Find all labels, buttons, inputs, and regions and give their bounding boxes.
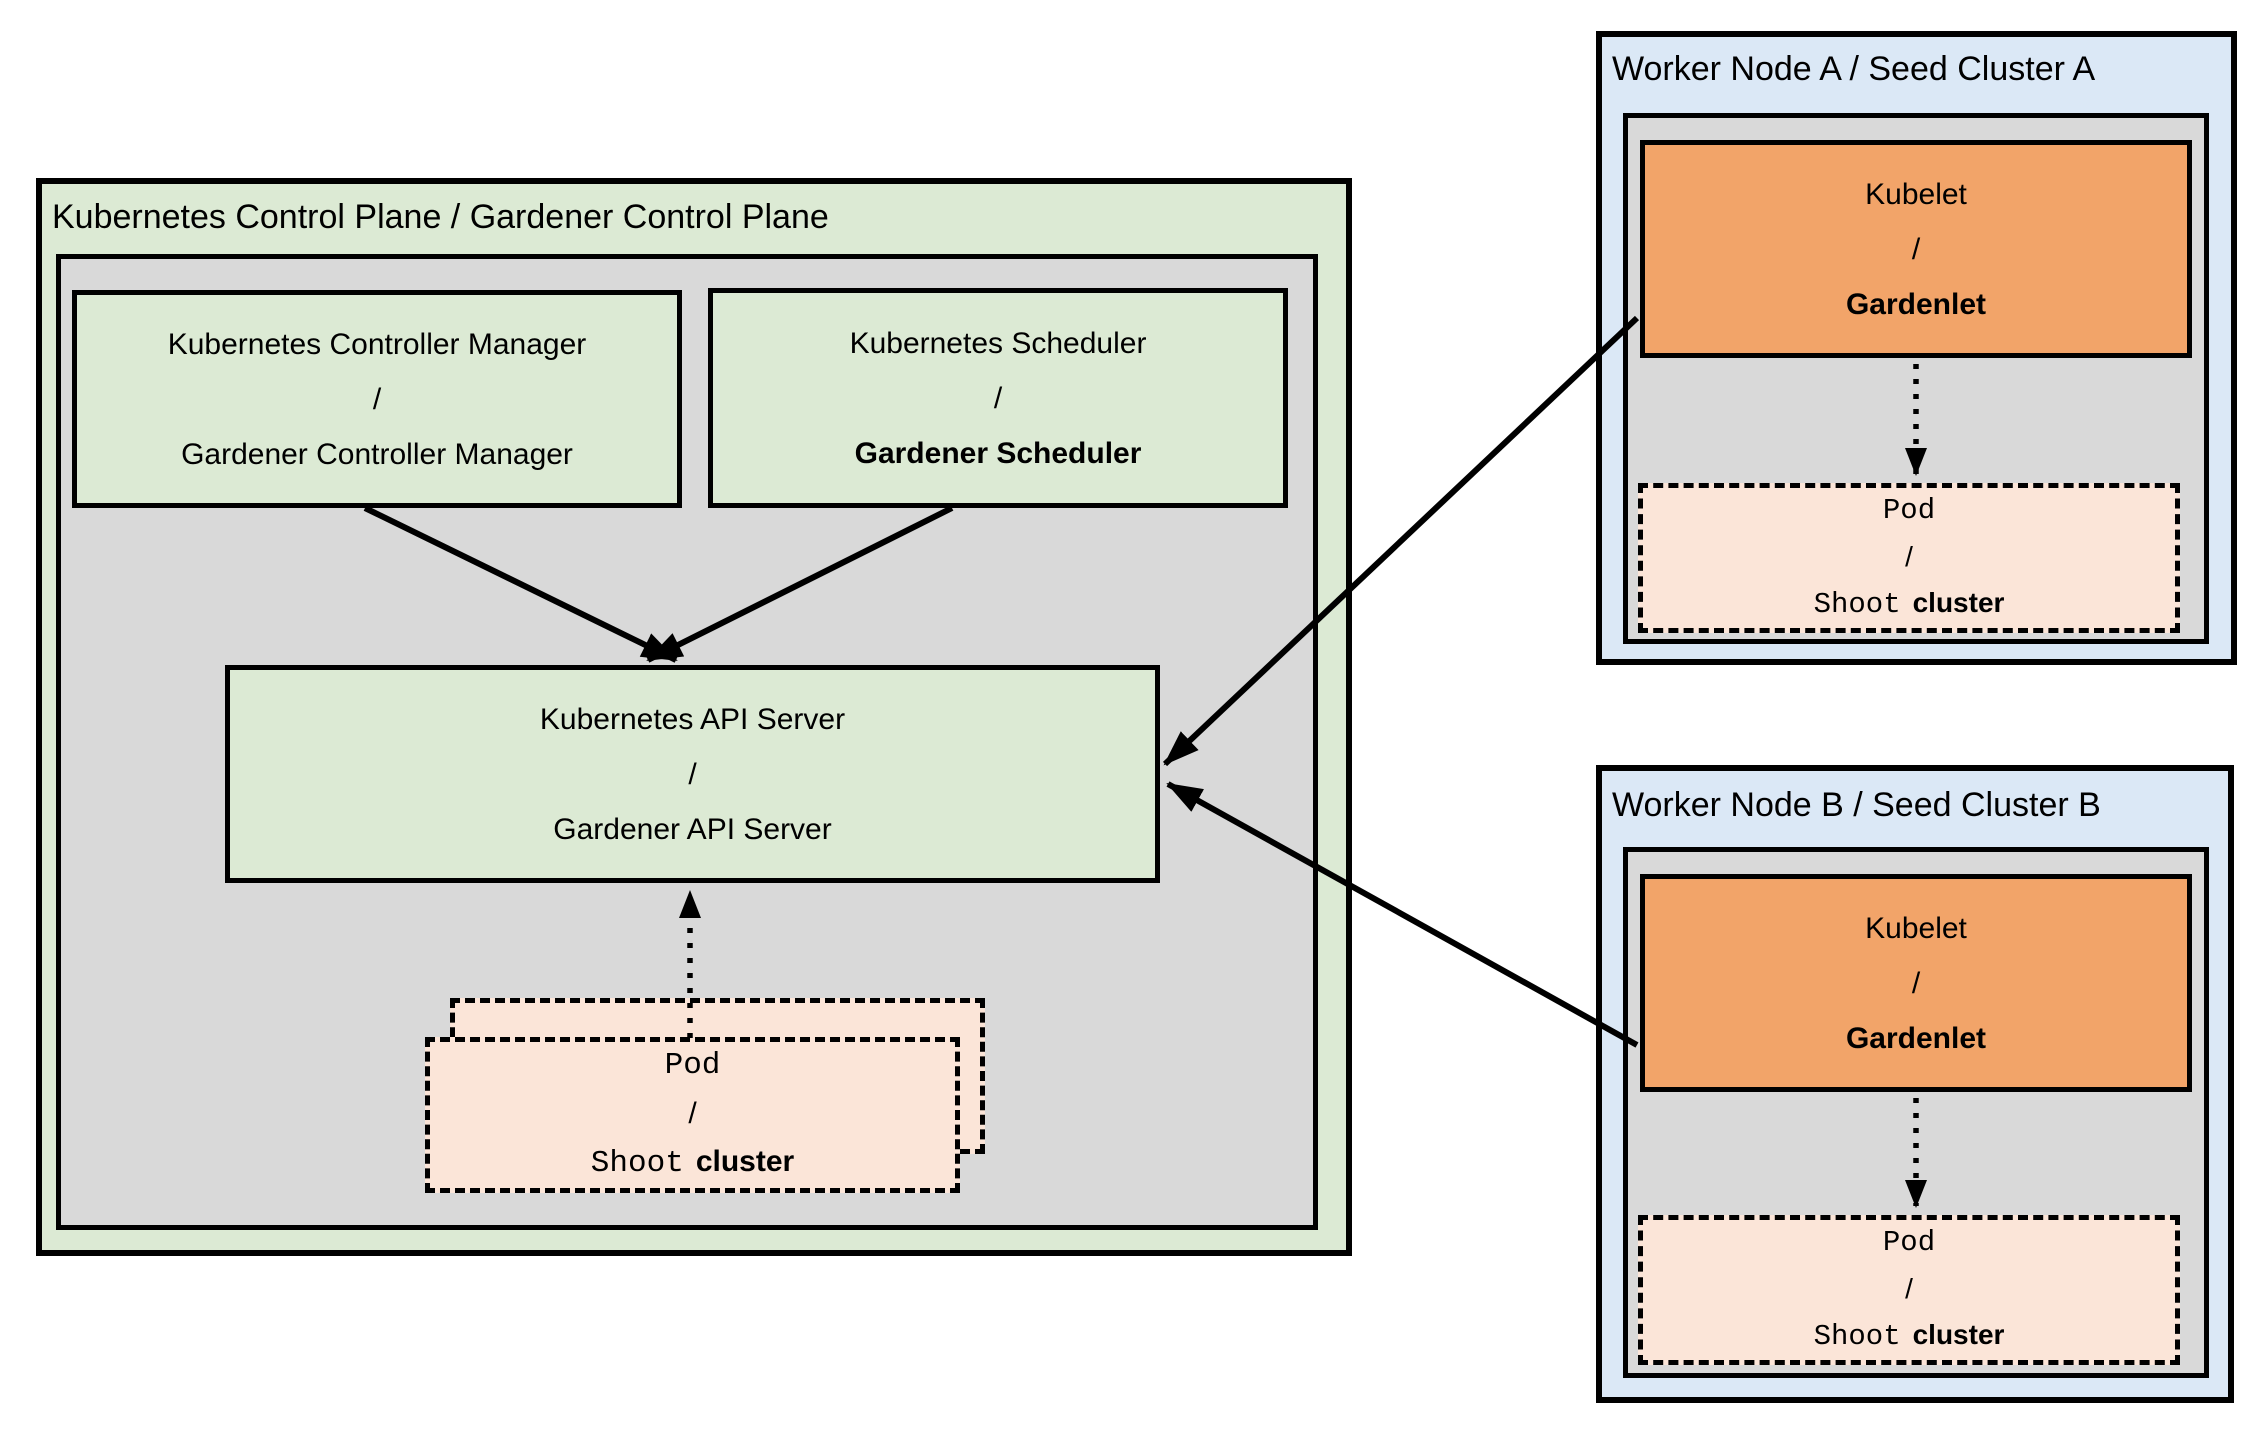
pod-b-line1: Pod bbox=[1882, 1226, 1936, 1259]
pod-separator: / bbox=[688, 1097, 697, 1130]
controller-manager-line2: Gardener Controller Manager bbox=[181, 437, 573, 471]
pod-line2-shoot: Shoot bbox=[590, 1146, 684, 1181]
api-server-line2: Gardener API Server bbox=[553, 812, 832, 846]
pod-a-line1: Pod bbox=[1882, 494, 1936, 527]
pod-a-box: Pod / Shoot cluster bbox=[1638, 483, 2180, 633]
pod-a-line2: Shoot cluster bbox=[1814, 580, 2005, 628]
api-server-separator: / bbox=[688, 757, 697, 791]
kubelet-b-line1: Kubelet bbox=[1865, 911, 1967, 945]
pod-line2-cluster: cluster bbox=[695, 1145, 795, 1178]
worker-node-a-title: Worker Node A / Seed Cluster A bbox=[1612, 50, 2096, 88]
scheduler-box: Kubernetes Scheduler / Gardener Schedule… bbox=[708, 288, 1288, 508]
api-server-line1: Kubernetes API Server bbox=[539, 702, 846, 736]
pod-b-box: Pod / Shoot cluster bbox=[1638, 1215, 2180, 1365]
kubelet-a-line1: Kubelet bbox=[1865, 177, 1967, 211]
scheduler-line2: Gardener Scheduler bbox=[854, 436, 1142, 470]
pod-line1: Pod bbox=[664, 1048, 721, 1083]
pod-b-line2-shoot: Shoot bbox=[1813, 1320, 1901, 1353]
pod-b-separator: / bbox=[1905, 1273, 1913, 1304]
controller-manager-line1: Kubernetes Controller Manager bbox=[167, 327, 587, 361]
worker-node-b-title: Worker Node B / Seed Cluster B bbox=[1612, 786, 2101, 824]
controller-manager-box: Kubernetes Controller Manager / Gardener… bbox=[72, 290, 682, 508]
controller-manager-separator: / bbox=[372, 382, 382, 416]
control-plane-title: Kubernetes Control Plane / Gardener Cont… bbox=[52, 198, 829, 236]
kubelet-b-separator: / bbox=[1911, 966, 1921, 1000]
pod-a-line2-shoot: Shoot bbox=[1813, 588, 1901, 621]
api-server-box: Kubernetes API Server / Gardener API Ser… bbox=[225, 665, 1160, 883]
pod-b-line2: Shoot cluster bbox=[1814, 1312, 2005, 1360]
scheduler-separator: / bbox=[993, 381, 1003, 415]
pod-a-separator: / bbox=[1905, 541, 1913, 572]
pod-a-line2-cluster: cluster bbox=[1912, 587, 2005, 618]
pod-line2: Shoot cluster bbox=[591, 1138, 794, 1188]
scheduler-line1: Kubernetes Scheduler bbox=[849, 326, 1147, 360]
pod-shoot-cluster-box-front: Pod / Shoot cluster bbox=[425, 1037, 960, 1193]
kubelet-b-line2: Gardenlet bbox=[1845, 1021, 1987, 1055]
pod-b-line2-cluster: cluster bbox=[1912, 1319, 2005, 1350]
kubelet-a-box: Kubelet / Gardenlet bbox=[1640, 140, 2192, 358]
kubelet-a-line2: Gardenlet bbox=[1845, 287, 1987, 321]
kubelet-a-separator: / bbox=[1911, 232, 1921, 266]
kubelet-b-box: Kubelet / Gardenlet bbox=[1640, 874, 2192, 1092]
